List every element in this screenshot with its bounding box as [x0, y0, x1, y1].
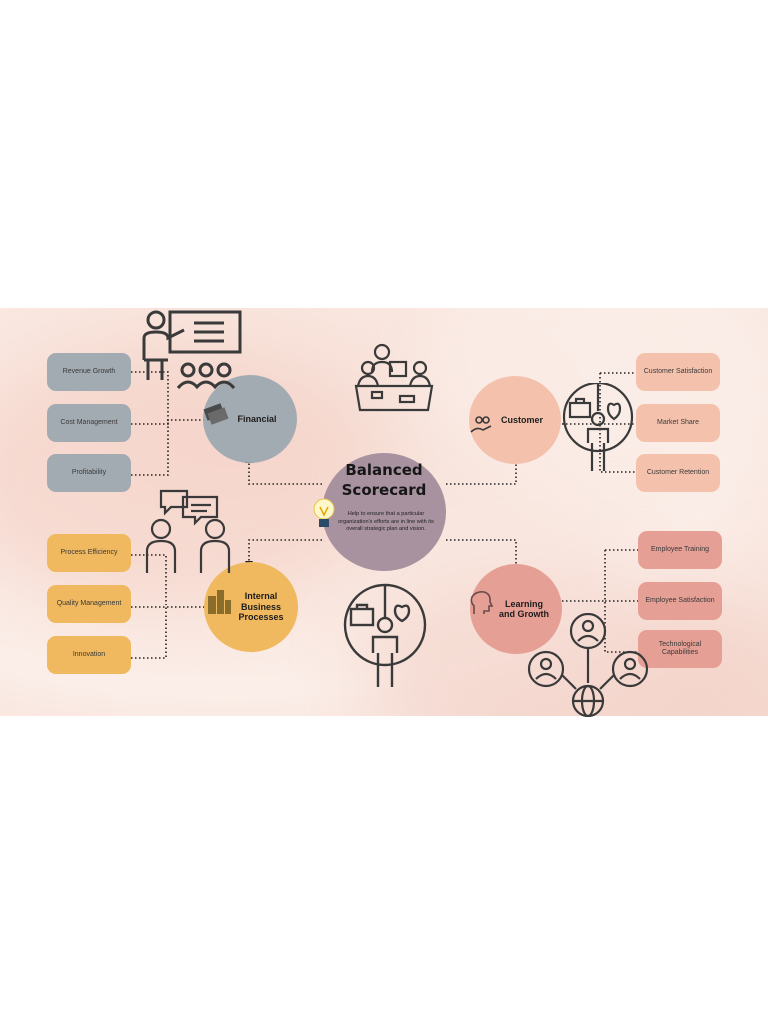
discussion-people-icon — [145, 489, 231, 573]
internal-item: Quality Management — [47, 585, 131, 623]
presentation-icon — [142, 310, 242, 390]
customer-care-icon — [470, 416, 492, 433]
customer-item: Market Share — [636, 404, 720, 442]
center-description: Help to ensure that a particular organiz… — [338, 511, 434, 533]
customer-item: Customer Retention — [636, 454, 720, 492]
financial-item: Cost Management — [47, 404, 131, 442]
financial-item: Revenue Growth — [47, 353, 131, 391]
link-innovation — [131, 605, 167, 659]
link-center-financial — [248, 460, 322, 485]
balanced-scorecard-center: Balanced Scorecard Help to ensure that a… — [322, 453, 446, 571]
customer-item: Customer Satisfaction — [636, 353, 720, 391]
meeting-table-icon — [354, 343, 434, 412]
center-title: Balanced Scorecard — [341, 461, 427, 499]
network-people-icon — [527, 613, 649, 717]
link-process-efficiency — [131, 554, 167, 605]
balance-person-icon — [343, 583, 427, 687]
link-customer-items — [599, 373, 636, 473]
link-center-internal — [248, 539, 322, 564]
money-icon — [203, 403, 229, 425]
link-profitability — [131, 420, 169, 476]
growth-head-icon — [470, 591, 494, 614]
learning-label: Learning and Growth — [499, 598, 549, 619]
learning-item: Technological Capabilities — [638, 630, 722, 668]
financial-label: Financial — [237, 413, 277, 424]
link-revenue-growth — [131, 371, 169, 420]
lightbulb-icon — [313, 498, 335, 527]
buildings-icon — [208, 590, 231, 614]
work-life-person-icon — [562, 383, 634, 471]
learning-hub: Learning and Growth — [470, 564, 562, 654]
customer-label: Customer — [500, 414, 543, 425]
financial-item: Profitability — [47, 454, 131, 492]
internal-item: Process Efficiency — [47, 534, 131, 572]
internal-label: Internal Business Processes — [238, 591, 284, 623]
learning-item: Employee Training — [638, 531, 722, 569]
customer-hub: Customer — [469, 376, 561, 464]
internal-item: Innovation — [47, 636, 131, 674]
learning-item: Employee Satisfaction — [638, 582, 722, 620]
